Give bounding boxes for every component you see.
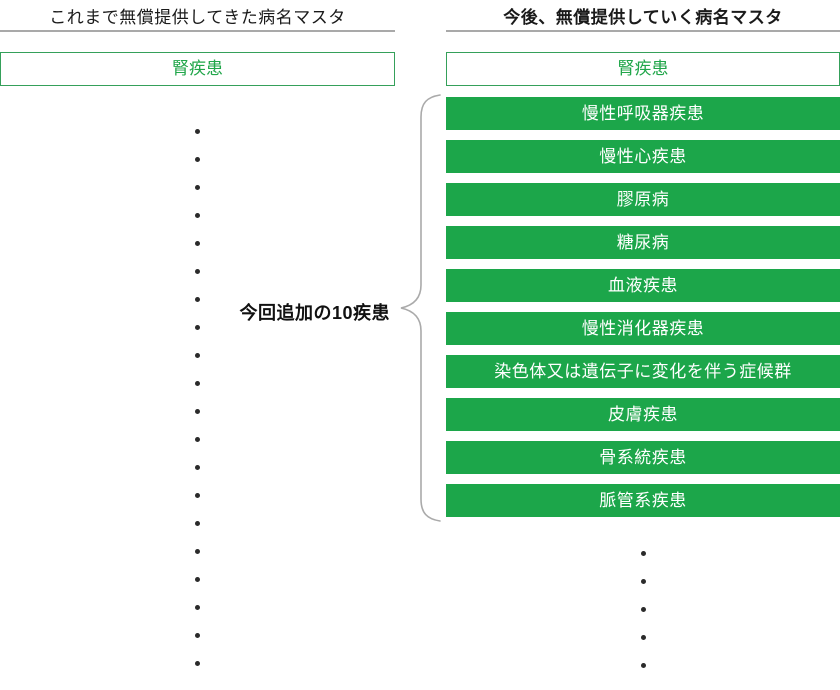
ellipsis-dot: [0, 649, 395, 677]
disease-bar-list: 慢性呼吸器疾患慢性心疾患膠原病糖尿病血液疾患慢性消化器疾患染色体又は遺伝子に変化…: [446, 97, 840, 527]
disease-bar: 皮膚疾患: [446, 398, 840, 431]
left-column-header: これまで無償提供してきた病名マスタ: [49, 8, 346, 27]
disease-bar: 慢性消化器疾患: [446, 312, 840, 345]
ellipsis-dot: [0, 537, 395, 565]
ellipsis-dot: [0, 369, 395, 397]
ellipsis-dot: [446, 651, 840, 679]
ellipsis-dot: [0, 229, 395, 257]
disease-bar: 血液疾患: [446, 269, 840, 302]
disease-bar: 骨系統疾患: [446, 441, 840, 474]
disease-bar: 慢性心疾患: [446, 140, 840, 173]
ellipsis-dot: [0, 453, 395, 481]
ellipsis-dot: [0, 145, 395, 173]
ellipsis-dot: [0, 593, 395, 621]
ellipsis-dot: [0, 509, 395, 537]
ellipsis-dot: [446, 623, 840, 651]
ellipsis-dot: [0, 481, 395, 509]
ellipsis-dots-left: [0, 117, 395, 677]
ellipsis-dot: [0, 201, 395, 229]
ellipsis-dot: [0, 285, 395, 313]
kidney-disease-box-right: 腎疾患: [446, 52, 840, 86]
ellipsis-dot: [446, 539, 840, 567]
ellipsis-dot: [0, 257, 395, 285]
ellipsis-dot: [0, 341, 395, 369]
ellipsis-dot: [0, 173, 395, 201]
left-header-rule: [0, 30, 395, 32]
added-diseases-label: 今回追加の10疾患: [239, 303, 390, 323]
ellipsis-dot: [0, 313, 395, 341]
ellipsis-dot: [0, 565, 395, 593]
ellipsis-dots-right: [446, 539, 840, 679]
right-column-header: 今後、無償提供していく病名マスタ: [503, 8, 783, 27]
disease-bar: 染色体又は遺伝子に変化を伴う症候群: [446, 355, 840, 388]
ellipsis-dot: [446, 595, 840, 623]
ellipsis-dot: [446, 567, 840, 595]
disease-bar: 糖尿病: [446, 226, 840, 259]
ellipsis-dot: [0, 621, 395, 649]
right-header-rule: [446, 30, 840, 32]
ellipsis-dot: [0, 397, 395, 425]
ellipsis-dot: [0, 425, 395, 453]
kidney-disease-box-left: 腎疾患: [0, 52, 395, 86]
disease-bar: 脈管系疾患: [446, 484, 840, 517]
curly-brace-icon: [400, 94, 441, 522]
disease-bar: 慢性呼吸器疾患: [446, 97, 840, 130]
ellipsis-dot: [0, 117, 395, 145]
disease-bar: 膠原病: [446, 183, 840, 216]
